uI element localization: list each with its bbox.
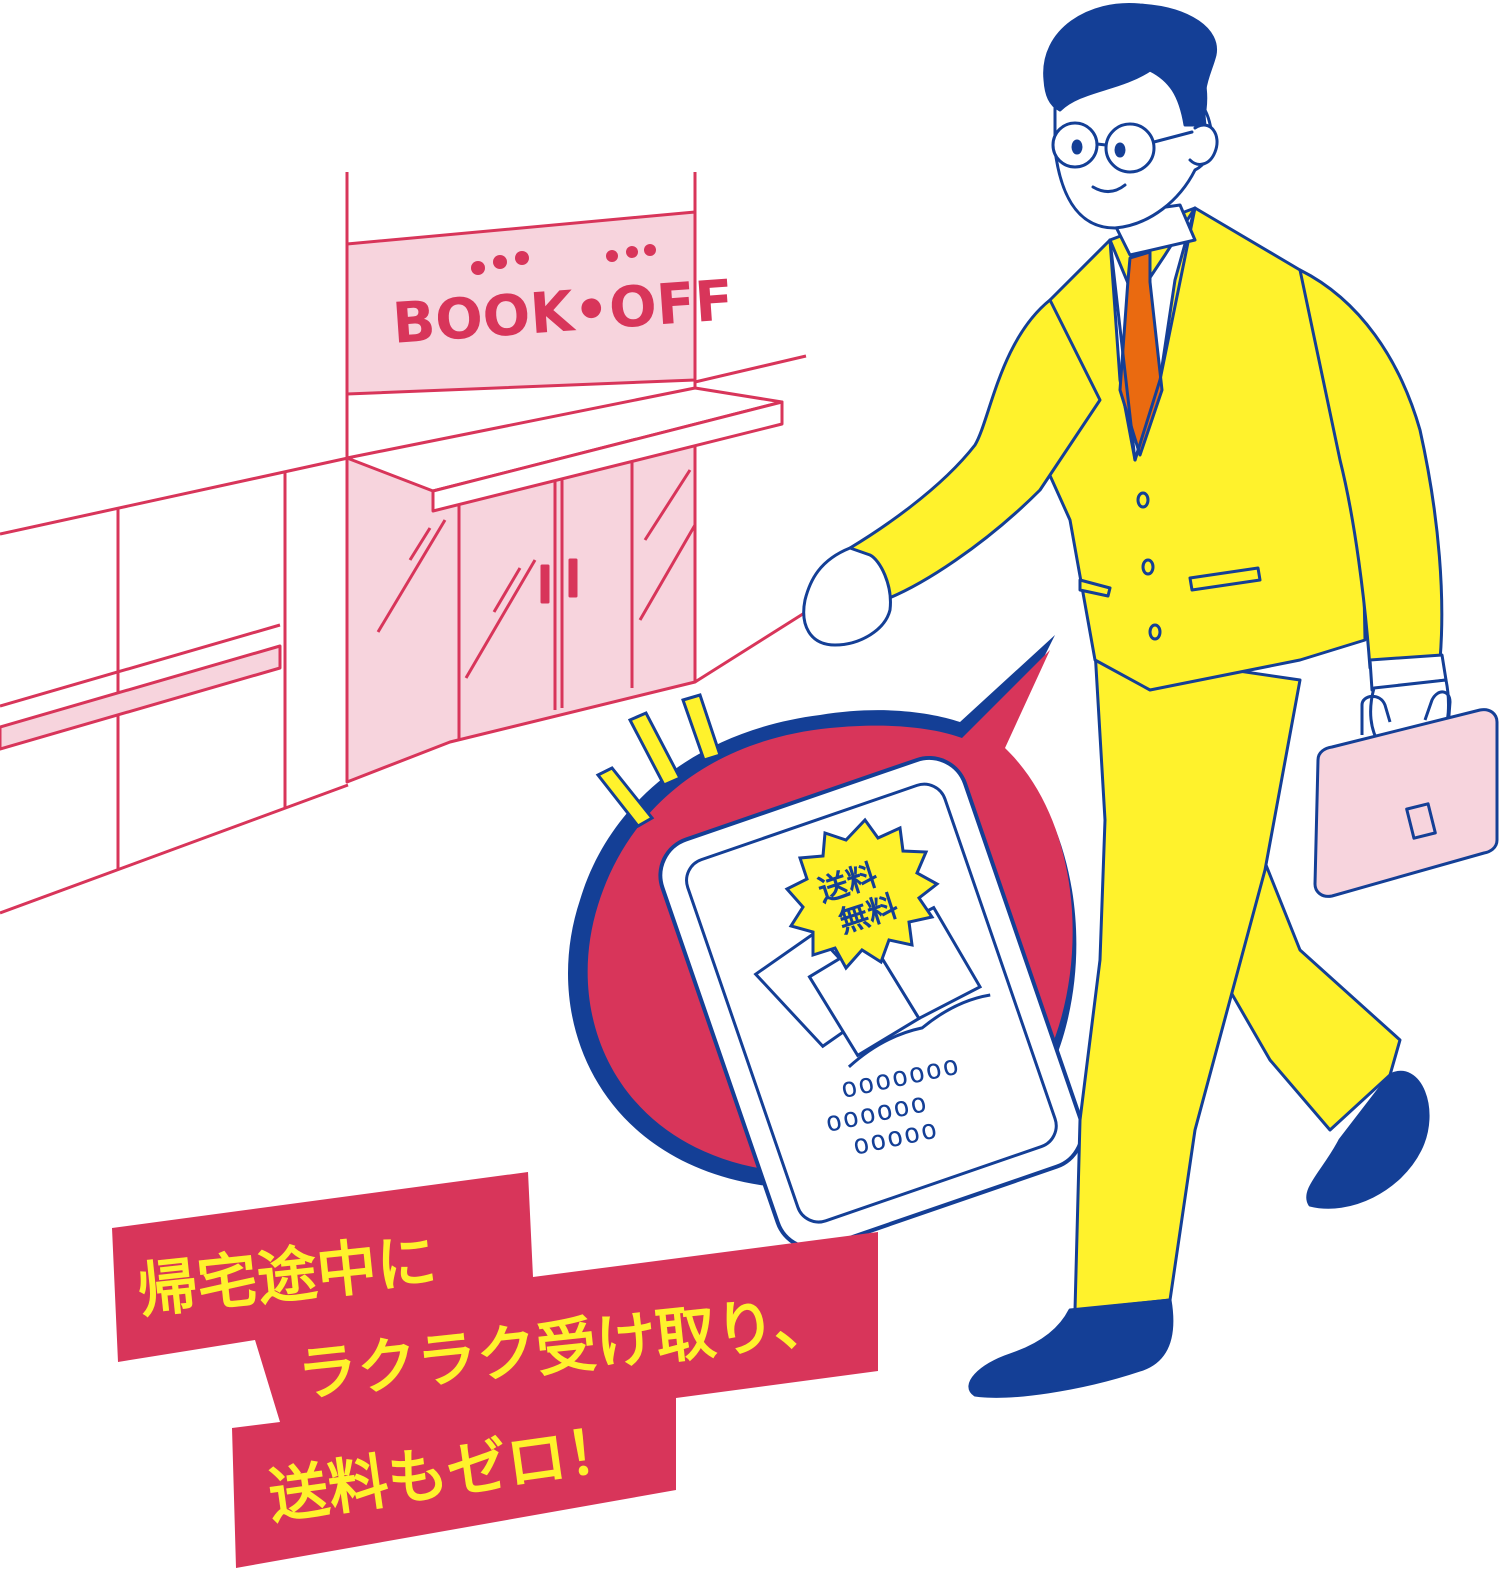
sign-dots — [471, 244, 656, 275]
smartphone — [658, 756, 1085, 1251]
caption-banner — [112, 1172, 878, 1568]
emphasis-lines — [595, 693, 722, 828]
free-shipping-badge — [784, 817, 940, 971]
bookoff-store — [0, 172, 807, 915]
briefcase — [1313, 690, 1499, 898]
walking-businessman — [802, 2, 1450, 1398]
